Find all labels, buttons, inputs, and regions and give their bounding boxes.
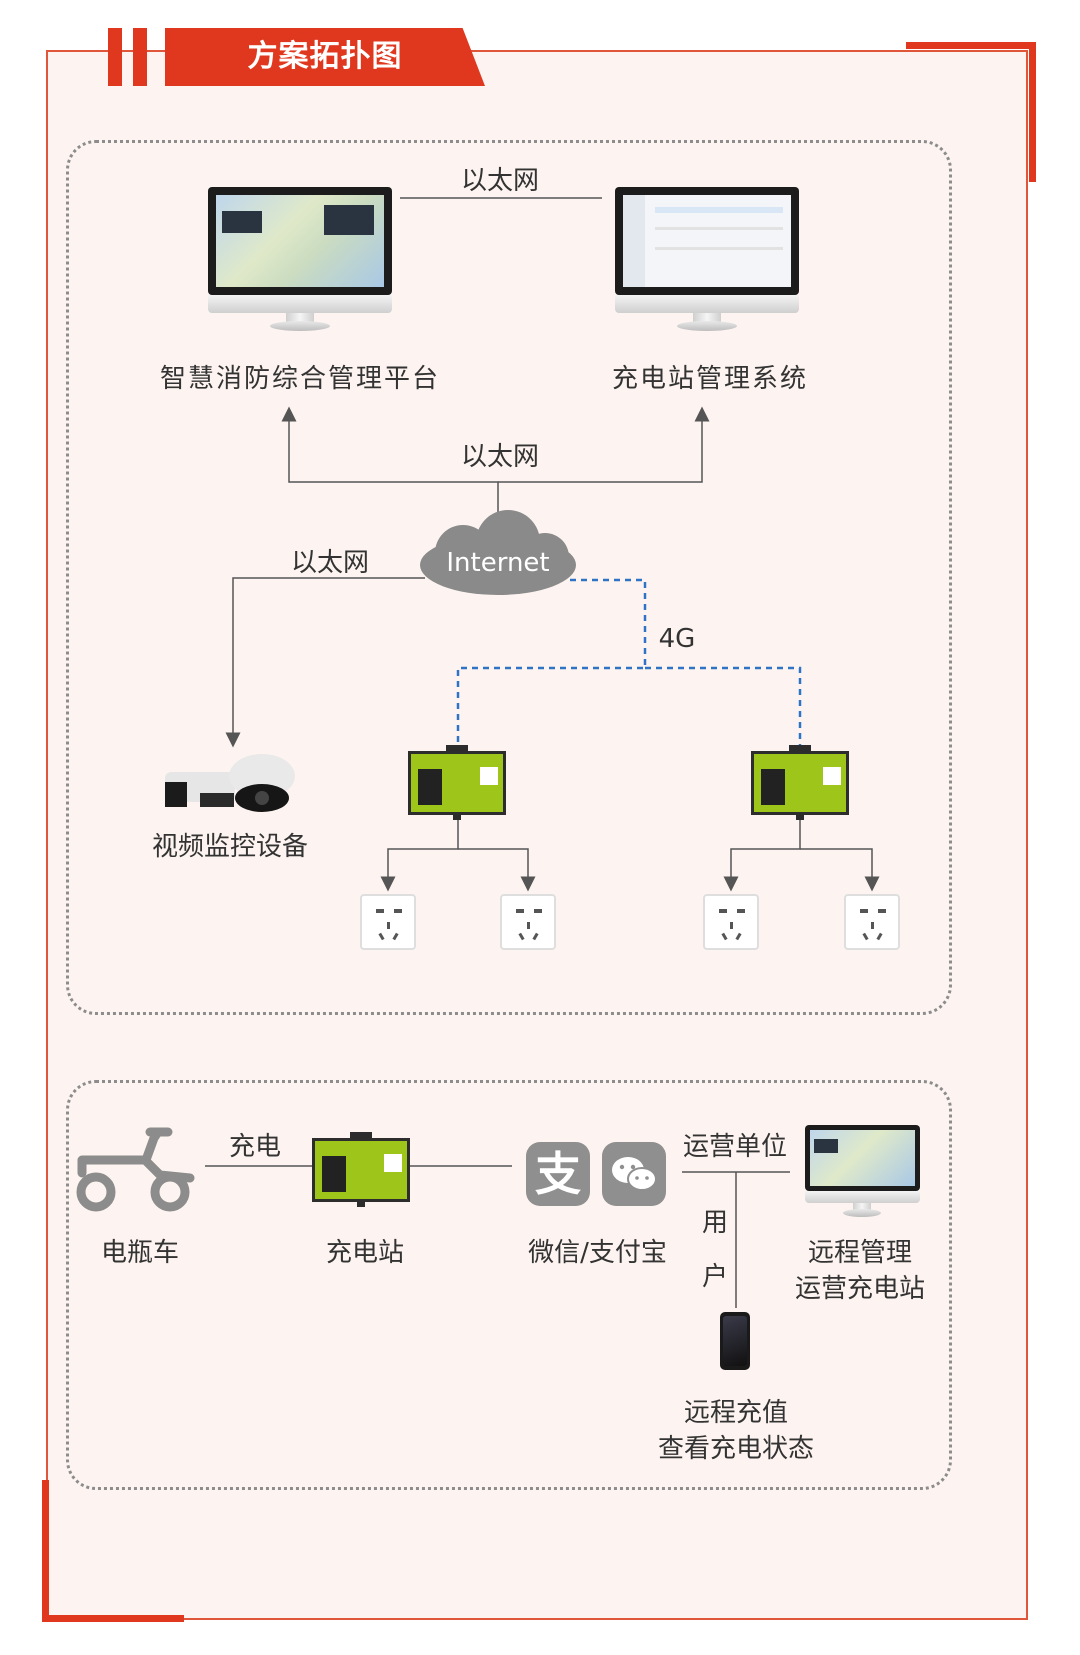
corner-accent-bottom-left xyxy=(42,1480,184,1622)
remote-mgmt-line2: 运营充电站 xyxy=(794,1274,925,1304)
title-bar-stripe-1 xyxy=(108,28,122,86)
station-label: 充电站 xyxy=(325,1238,404,1268)
internet-cloud-icon xyxy=(420,510,576,595)
wechat-icon xyxy=(602,1142,666,1206)
business-flow-box xyxy=(66,1080,952,1490)
remote-charge-line1: 远程充值 xyxy=(683,1398,788,1428)
platform-monitor-icon xyxy=(208,187,392,332)
power-link-4 xyxy=(800,848,880,892)
power-socket-icon-2 xyxy=(500,894,556,950)
charging-station-icon-2 xyxy=(751,745,849,820)
ethernet-label-top: 以太网 xyxy=(460,166,539,196)
smartphone-icon xyxy=(720,1312,750,1370)
internet-label: Internet xyxy=(446,548,550,578)
power-link-2 xyxy=(458,848,536,892)
diagram-title: 方案拓扑图 xyxy=(165,28,485,86)
station-system-label: 充电站管理系统 xyxy=(611,364,808,394)
user-label-char-1: 用 xyxy=(701,1208,728,1238)
station-system-monitor-icon xyxy=(615,187,799,332)
alipay-icon: 支 xyxy=(526,1142,590,1206)
charging-station-icon-3 xyxy=(312,1132,410,1207)
scooter-label: 电瓶车 xyxy=(100,1238,179,1268)
platform-label: 智慧消防综合管理平台 xyxy=(159,364,440,394)
power-link-3 xyxy=(723,815,801,892)
payment-label: 微信/支付宝 xyxy=(528,1238,667,1268)
scooter-icon xyxy=(76,1127,195,1212)
remote-mgmt-line1: 远程管理 xyxy=(807,1238,912,1268)
title-bar-stripe-2 xyxy=(133,28,147,86)
power-socket-icon-1 xyxy=(360,894,416,950)
ethernet-link-to-platform xyxy=(281,406,499,520)
ethernet-link-to-camera xyxy=(225,577,425,748)
power-link-1 xyxy=(380,815,459,892)
4g-label: 4G xyxy=(658,624,696,654)
power-socket-icon-4 xyxy=(844,894,900,950)
topology-box xyxy=(66,140,952,1015)
remote-charge-line2: 查看充电状态 xyxy=(657,1434,814,1464)
camera-icon xyxy=(165,754,295,812)
4g-link-left xyxy=(456,578,647,746)
corner-accent-top-right xyxy=(906,42,1036,182)
4g-link-right xyxy=(645,666,802,746)
ethernet-label-mid: 以太网 xyxy=(460,442,539,472)
camera-label: 视频监控设备 xyxy=(151,832,308,862)
ethernet-label-left: 以太网 xyxy=(290,548,369,578)
charge-label: 充电 xyxy=(228,1132,281,1162)
charging-station-icon-1 xyxy=(408,745,506,820)
operator-label: 运营单位 xyxy=(682,1132,787,1162)
power-socket-icon-3 xyxy=(703,894,759,950)
user-label-char-2: 户 xyxy=(701,1262,728,1292)
ethernet-link-to-station-system xyxy=(498,406,710,483)
operator-monitor-icon xyxy=(805,1125,920,1220)
